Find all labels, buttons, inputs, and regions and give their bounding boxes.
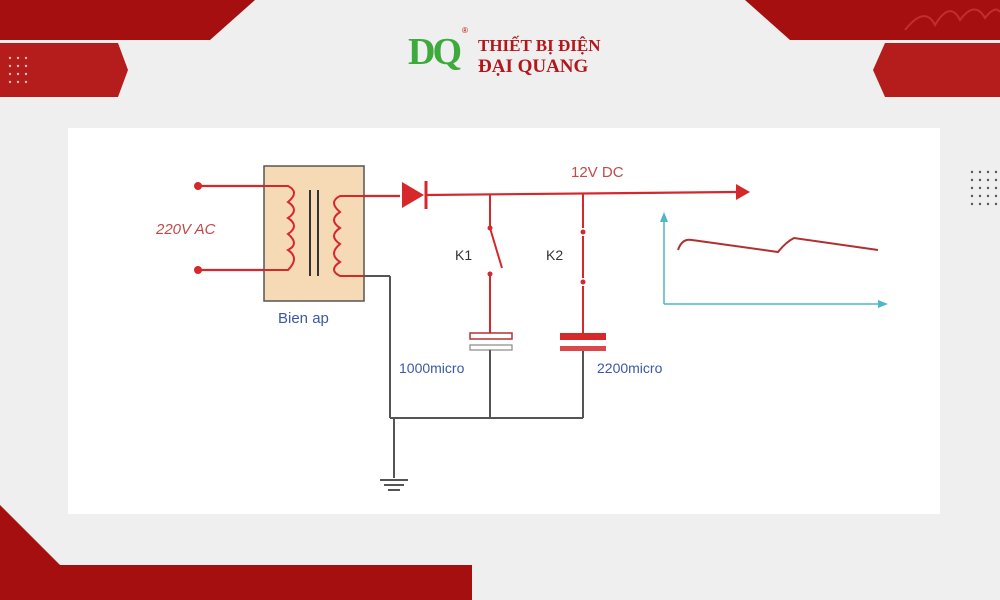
dot-grid-left [8, 56, 28, 84]
top-left-banner [0, 0, 255, 40]
output-voltage-label: 12V DC [571, 164, 624, 181]
brand-logo: DQ ® THIẾT BỊ ĐIỆN ĐẠI QUANG [404, 26, 614, 82]
transformer-box [263, 165, 365, 302]
switch-k1 [489, 195, 503, 333]
brand-name-line2: ĐẠI QUANG [478, 56, 589, 77]
cap1-label: 1000micro [399, 360, 465, 376]
transformer-secondary-coil [333, 195, 364, 277]
waveform-axes [663, 220, 880, 305]
output-arrow-icon [736, 184, 750, 200]
top-right-banner [745, 0, 1000, 40]
bottom-left-banner [0, 565, 472, 600]
ground-wires [364, 275, 583, 478]
switch-k2-label: K2 [546, 247, 563, 263]
k2-contact-bottom [580, 279, 586, 285]
brand-name-line1: THIẾT BỊ ĐIỆN [478, 36, 601, 55]
diode-icon [402, 181, 428, 209]
transformer-label: Bien ap [278, 310, 329, 327]
dot-grid-right [970, 170, 998, 206]
circuit-diagram: 220V AC Bien ap 12V DC [155, 164, 888, 491]
transformer-primary-coil [264, 185, 295, 271]
input-wires [198, 184, 264, 272]
circuit-panel: 220V AC Bien ap 12V DC [68, 128, 940, 514]
scribble-decor [904, 8, 1000, 31]
ground-symbol-icon [380, 479, 408, 491]
input-terminal-top [194, 182, 202, 190]
capacitor-1000 [469, 332, 513, 351]
registered-icon: ® [462, 26, 468, 35]
x-axis-arrow-icon [878, 300, 888, 308]
capacitor-2200 [560, 333, 606, 351]
k1-contact-bottom [487, 271, 493, 277]
top-left-tab [0, 43, 128, 97]
top-right-tab [873, 43, 1000, 97]
input-terminal-bottom [194, 266, 202, 274]
logo-monogram: DQ [408, 31, 462, 73]
k1-contact-top [487, 225, 493, 231]
logo-mark: DQ ® [404, 26, 468, 82]
switch-k1-label: K1 [455, 247, 472, 263]
y-axis-arrow-icon [660, 212, 668, 222]
k2-contact-top [580, 229, 586, 235]
dc-rail [425, 190, 737, 197]
transformer-core [309, 190, 319, 276]
input-voltage-label: 220V AC [155, 221, 216, 238]
ripple-waveform [677, 236, 879, 254]
cap2-label: 2200micro [597, 360, 663, 376]
